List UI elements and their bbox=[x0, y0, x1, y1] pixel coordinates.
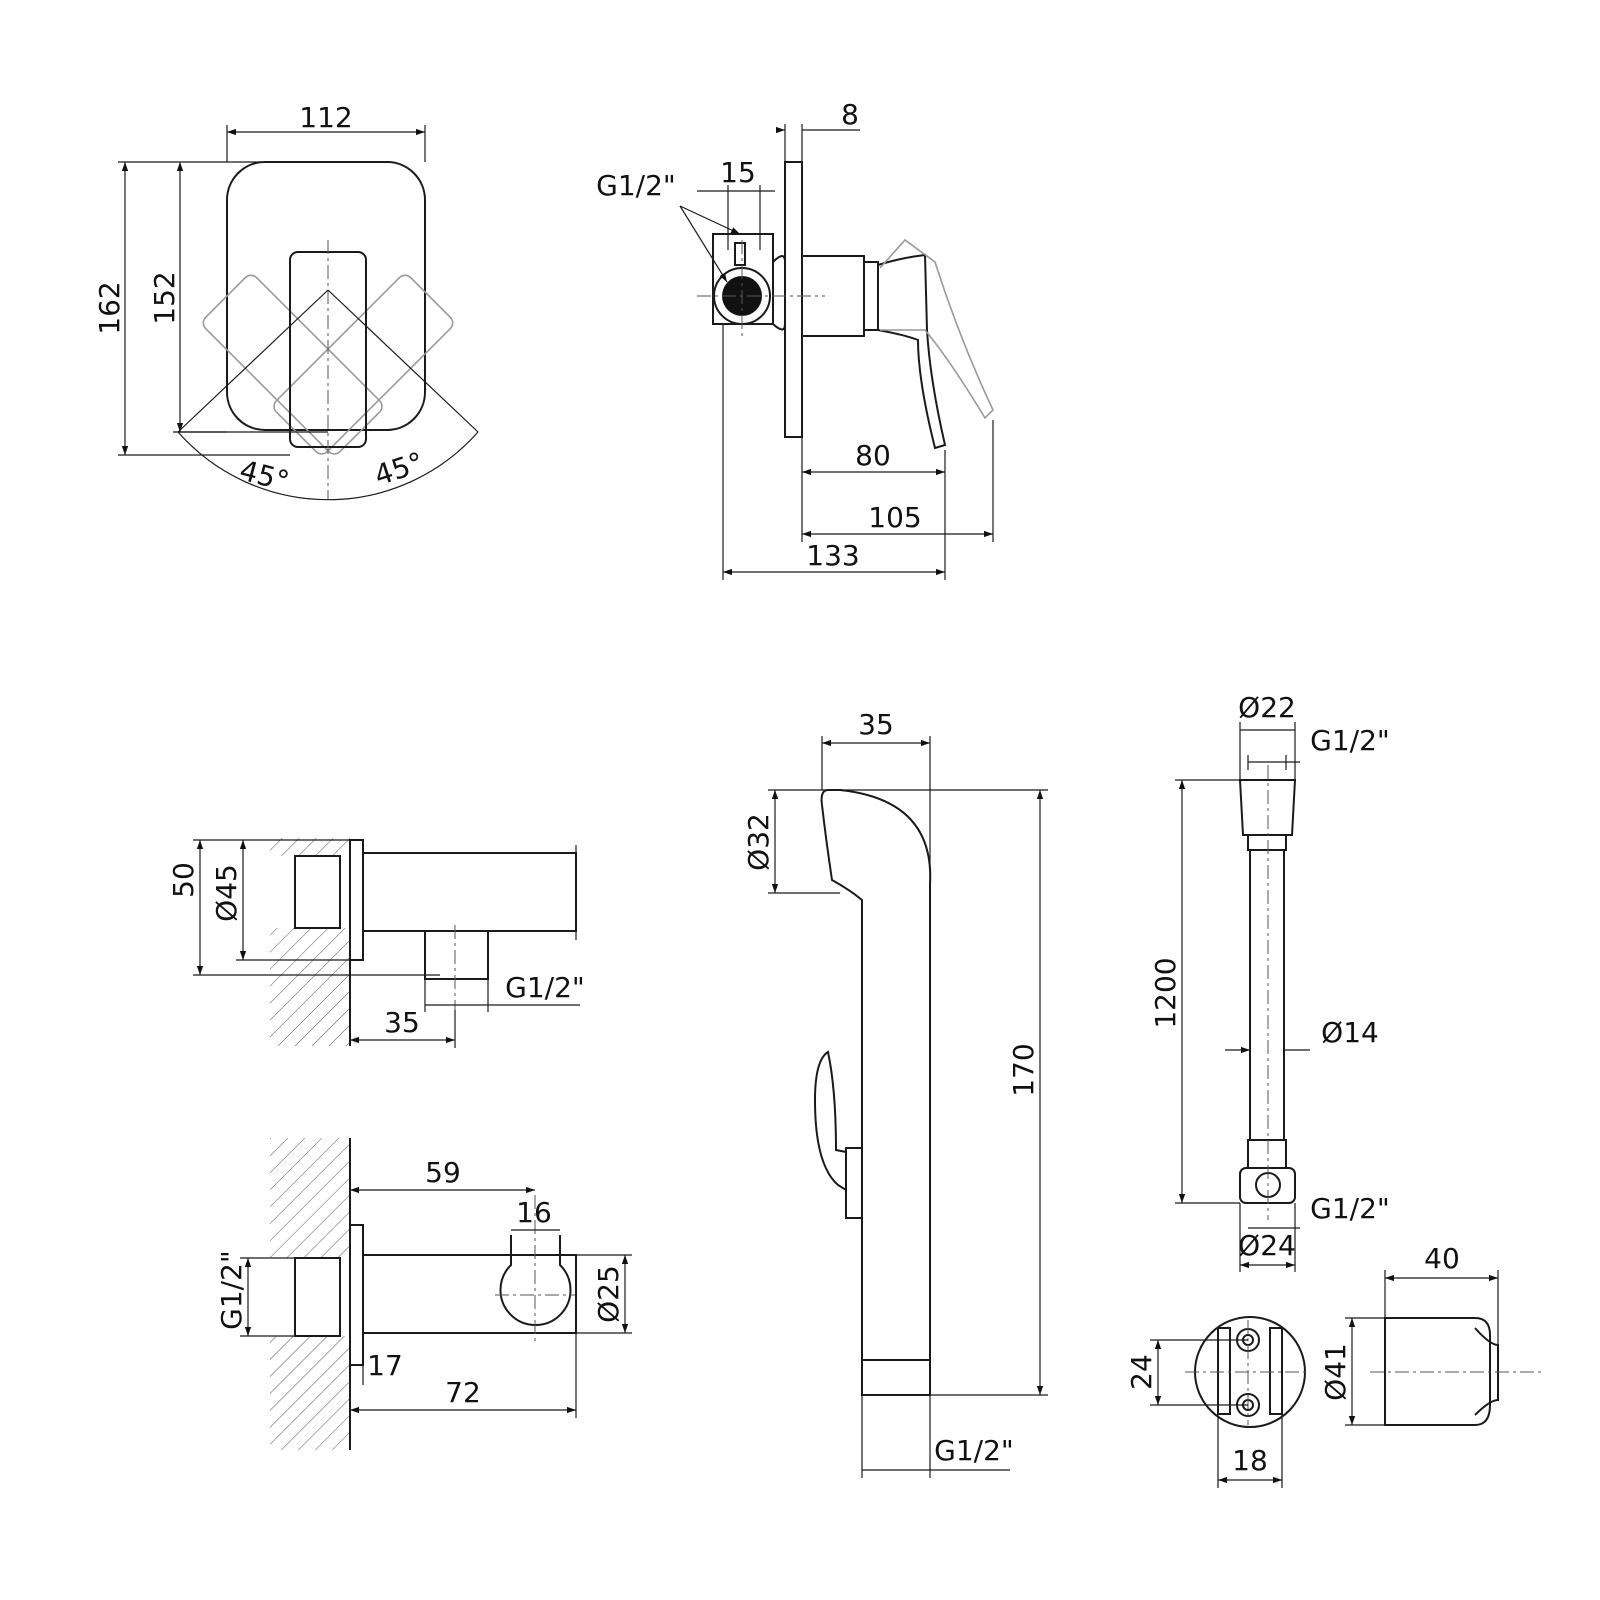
dim-label-side-thread: G1/2" bbox=[596, 169, 676, 202]
dim-label-hose-thread-bottom: G1/2" bbox=[1310, 1192, 1390, 1225]
dim-label-17: 17 bbox=[367, 1349, 403, 1382]
wall-hatch-bottom bbox=[270, 1336, 350, 1450]
outlet-side-flange bbox=[349, 839, 364, 961]
dim-label-1200: 1200 bbox=[1149, 957, 1182, 1028]
dim-label-133: 133 bbox=[806, 539, 859, 572]
hose-top-nut bbox=[1238, 779, 1297, 836]
dim-label-d25: Ø25 bbox=[592, 1265, 625, 1323]
outlet-top-body bbox=[362, 1254, 577, 1334]
outlet-top-thread bbox=[294, 1257, 341, 1337]
hand-shower-trigger bbox=[813, 1050, 847, 1192]
dim-label-35-outlet: 35 bbox=[384, 1006, 420, 1039]
outlet-top-flange bbox=[349, 1224, 364, 1366]
dim-label-80: 80 bbox=[855, 439, 891, 472]
dim-label-105: 105 bbox=[868, 501, 921, 534]
outlet-side-thread bbox=[294, 855, 341, 929]
dim-label-152: 152 bbox=[148, 271, 181, 324]
dim-label-hose-thread-top: G1/2" bbox=[1310, 724, 1390, 757]
mixer-side-lever-ghost bbox=[879, 238, 994, 420]
dim-label-112: 112 bbox=[299, 101, 352, 134]
dim-label-top-thread: G1/2" bbox=[215, 1250, 248, 1330]
dim-label-outlet-thread: G1/2" bbox=[505, 971, 585, 1004]
dim-label-16: 16 bbox=[516, 1196, 552, 1229]
holder-side-body bbox=[1384, 1317, 1491, 1426]
mixer-front-view: 112 162 152 45° 45° bbox=[93, 101, 479, 501]
hand-shower-view: 35 Ø32 170 G1/2" bbox=[742, 708, 1048, 1478]
hose-view: Ø22 G1/2" 1200 Ø14 G1/2" Ø24 bbox=[1149, 691, 1390, 1272]
dim-label-40: 40 bbox=[1424, 1242, 1460, 1275]
dim-label-162: 162 bbox=[93, 281, 126, 334]
dim-label-d14: Ø14 bbox=[1321, 1016, 1379, 1049]
dim-label-d32: Ø32 bbox=[742, 813, 775, 871]
dim-label-d45: Ø45 bbox=[210, 864, 243, 922]
dim-label-50: 50 bbox=[167, 862, 200, 898]
dim-label-d41: Ø41 bbox=[1319, 1343, 1352, 1401]
holder-side-view: 40 Ø41 bbox=[1319, 1242, 1545, 1426]
mixer-side-view: 8 15 G1/2" 80 105 133 bbox=[596, 98, 994, 580]
wall-hatch-top bbox=[270, 1138, 350, 1258]
dim-label-d24: Ø24 bbox=[1238, 1229, 1296, 1262]
outlet-side-bottom-thread bbox=[424, 930, 489, 980]
dim-label-72: 72 bbox=[445, 1376, 481, 1409]
dim-label-15: 15 bbox=[720, 156, 756, 189]
dim-label-35-shower: 35 bbox=[858, 708, 894, 741]
angle-arc bbox=[177, 431, 479, 501]
dim-label-24-holder: 24 bbox=[1125, 1354, 1158, 1390]
dim-label-shower-thread: G1/2" bbox=[934, 1434, 1014, 1467]
dim-label-angle-right: 45° bbox=[370, 446, 427, 493]
mixer-front-plate bbox=[226, 161, 426, 431]
dim-label-angle-left: 45° bbox=[236, 453, 292, 498]
wall-outlet-side-view: 50 Ø45 35 G1/2" bbox=[167, 838, 585, 1048]
dim-label-18: 18 bbox=[1232, 1444, 1268, 1477]
wall-outlet-top-view: 59 16 Ø25 G1/2" 17 72 bbox=[215, 1138, 632, 1450]
outlet-side-body bbox=[362, 852, 577, 932]
mixer-handle-ghost-right bbox=[202, 274, 383, 455]
mixer-side-body bbox=[801, 255, 865, 337]
wall-hatch-upper bbox=[270, 838, 350, 856]
holder-front-view: 24 18 bbox=[1125, 1316, 1310, 1488]
mixer-side-lever bbox=[877, 253, 947, 450]
dim-label-59: 59 bbox=[425, 1156, 461, 1189]
hose-body bbox=[1249, 849, 1285, 1141]
hand-shower-body bbox=[820, 789, 932, 1361]
dim-label-d22: Ø22 bbox=[1238, 691, 1296, 724]
mixer-side-plate bbox=[784, 161, 803, 438]
dim-label-8: 8 bbox=[841, 98, 859, 131]
wall-hatch-lower bbox=[270, 928, 350, 1046]
hand-shower-connector bbox=[861, 1359, 931, 1396]
dim-label-170: 170 bbox=[1007, 1043, 1040, 1096]
